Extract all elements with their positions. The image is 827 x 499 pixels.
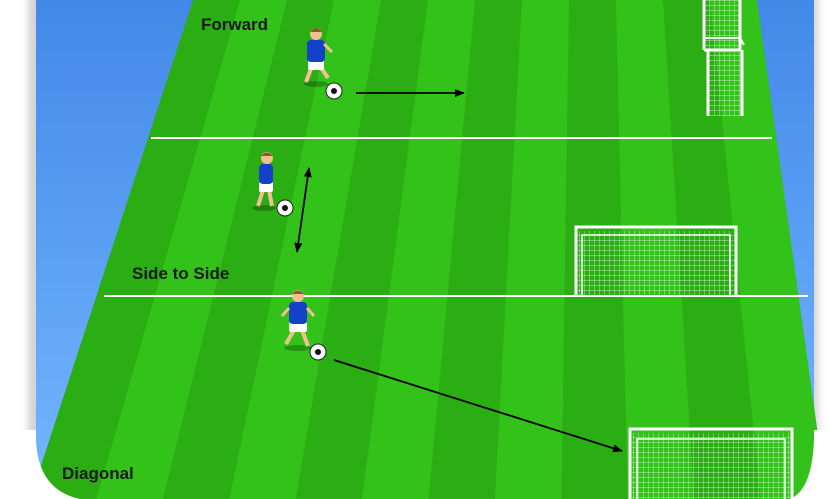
label-side-to-side: Side to Side — [132, 264, 229, 283]
soccer-goal-icon — [704, 0, 744, 116]
label-forward: Forward — [201, 15, 268, 34]
label-diagonal: Diagonal — [62, 464, 134, 483]
soccer-goal-icon — [576, 227, 736, 295]
soccer-ball-icon — [326, 83, 342, 99]
soccer-goal-icon — [630, 429, 792, 499]
soccer-ball-icon — [277, 200, 293, 216]
soccer-ball-icon — [310, 344, 326, 360]
